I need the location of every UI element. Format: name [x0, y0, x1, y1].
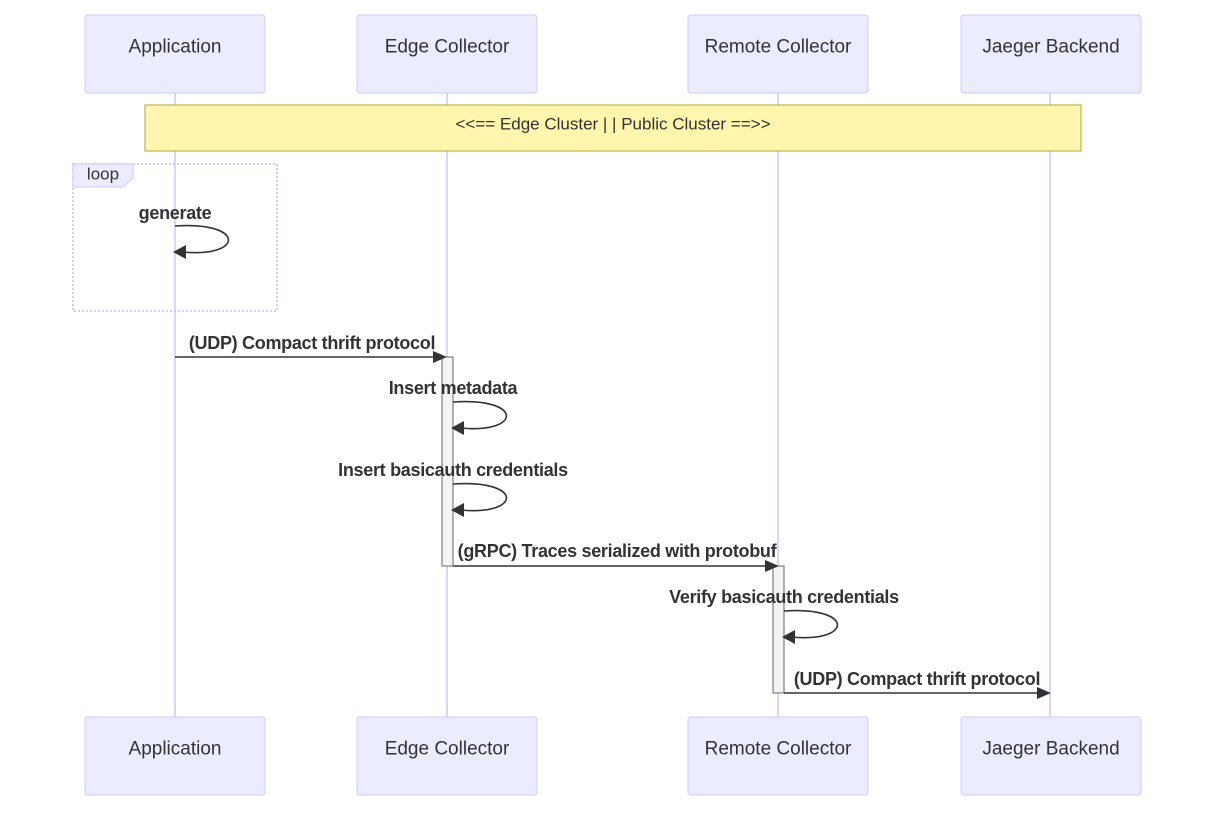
arrowhead-icon — [433, 351, 447, 363]
actor-label: Application — [129, 37, 222, 58]
arrowhead-icon — [451, 503, 464, 517]
actor-application-bottom: Application — [84, 716, 266, 796]
message-label: (UDP) Compact thrift protocol — [189, 333, 435, 353]
actor-application-top: Application — [84, 14, 266, 94]
message-udp-app-to-edge: (UDP) Compact thrift protocol — [175, 333, 447, 363]
activation-edge-collector — [441, 356, 454, 567]
actor-jaeger-backend-top: Jaeger Backend — [960, 14, 1142, 94]
message-label: Verify basicauth credentials — [669, 587, 899, 607]
message-label: (gRPC) Traces serialized with protobuf — [458, 541, 778, 561]
message-label: (UDP) Compact thrift protocol — [794, 669, 1040, 689]
loop-tab — [72, 163, 134, 188]
actor-edge-collector-bottom: Edge Collector — [356, 716, 538, 796]
message-label: Insert metadata — [389, 378, 519, 398]
arrowhead-icon — [1037, 687, 1051, 699]
arrowhead-icon — [173, 245, 186, 259]
loop-label: loop — [87, 165, 119, 184]
message-insert-basicauth: Insert basicauth credentials — [338, 460, 568, 517]
loop-block: loop — [72, 163, 278, 312]
arrowhead-icon — [451, 421, 464, 435]
message-grpc-traces: (gRPC) Traces serialized with protobuf — [453, 541, 779, 572]
message-label: Insert basicauth credentials — [338, 460, 568, 480]
message-verify-basicauth: Verify basicauth credentials — [669, 587, 899, 644]
actor-edge-collector-top: Edge Collector — [356, 14, 538, 94]
message-label: generate — [139, 203, 212, 223]
actor-label: Jaeger Backend — [982, 37, 1119, 58]
arrowhead-icon — [765, 560, 779, 572]
actor-remote-collector-top: Remote Collector — [687, 14, 869, 94]
actor-jaeger-backend-bottom: Jaeger Backend — [960, 716, 1142, 796]
activation-remote-collector — [772, 565, 785, 694]
cluster-note: <<== Edge Cluster | | Public Cluster ==>… — [144, 104, 1082, 152]
actor-label: Jaeger Backend — [982, 739, 1119, 760]
actor-label: Remote Collector — [705, 37, 852, 58]
message-insert-metadata: Insert metadata — [389, 378, 519, 435]
note-text: <<== Edge Cluster | | Public Cluster ==>… — [455, 115, 770, 134]
actor-label: Application — [129, 739, 222, 760]
actor-label: Remote Collector — [705, 739, 852, 760]
message-generate: generate — [139, 203, 230, 259]
arrowhead-icon — [782, 630, 795, 644]
actor-label: Edge Collector — [385, 739, 510, 760]
message-udp-remote-to-jaeger: (UDP) Compact thrift protocol — [784, 669, 1051, 699]
actor-label: Edge Collector — [385, 37, 510, 58]
actor-remote-collector-bottom: Remote Collector — [687, 716, 869, 796]
